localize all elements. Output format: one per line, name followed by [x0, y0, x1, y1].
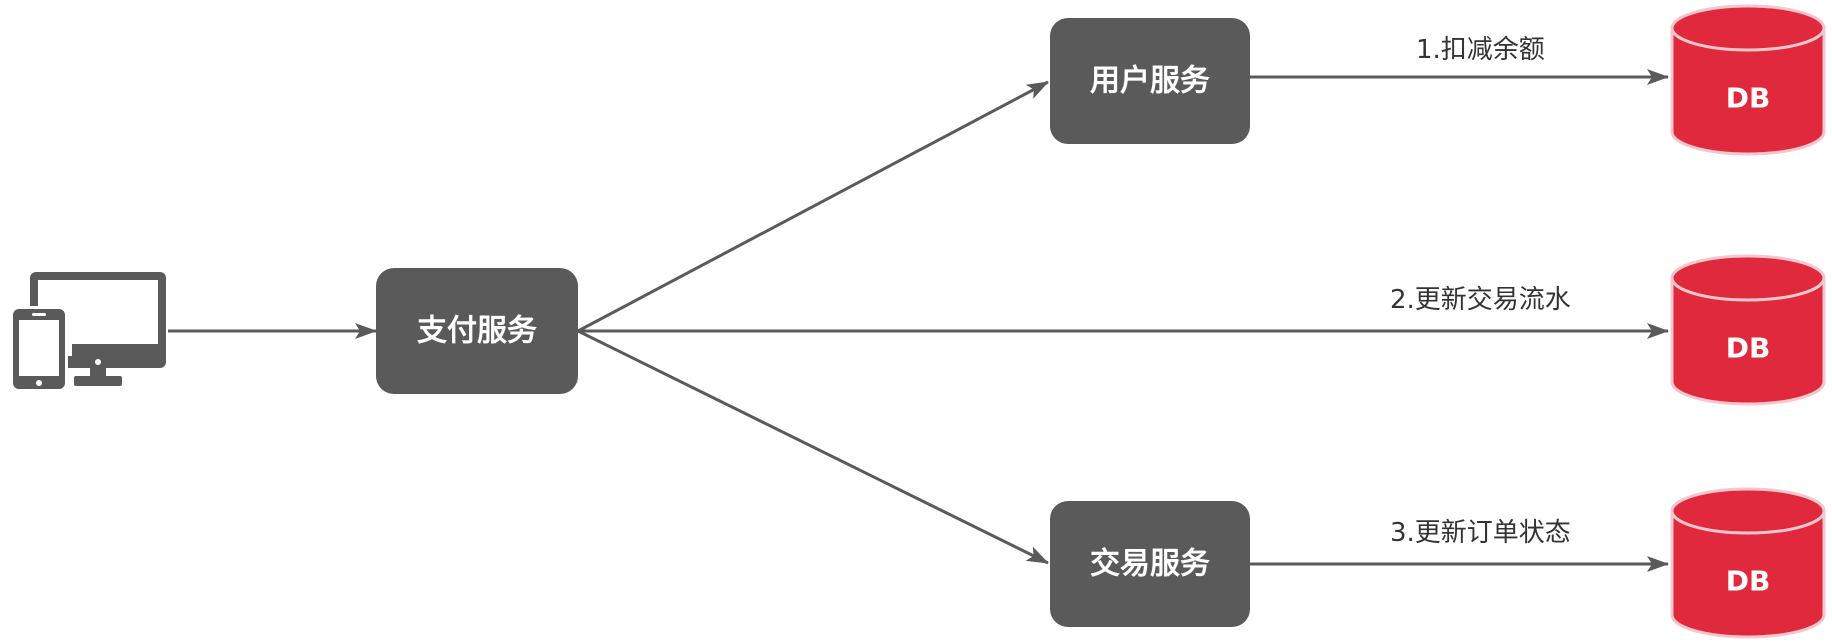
db3-label: DB [1726, 565, 1771, 598]
trade-service-label: 交易服务 [1090, 547, 1210, 582]
pay-service-label: 支付服务 [417, 314, 537, 349]
db1-label: DB [1726, 82, 1771, 115]
edge-pay-to-user [577, 80, 1049, 333]
db2-label: DB [1726, 332, 1771, 365]
db3-node[interactable]: DB [1670, 487, 1826, 639]
user-service-label: 用户服务 [1090, 64, 1210, 99]
db2-node[interactable]: DB [1670, 254, 1826, 406]
user-service-node[interactable]: 用户服务 [1050, 18, 1250, 144]
edge-label-db2: 2.更新交易流水 [1390, 285, 1571, 315]
db1-node[interactable]: DB [1670, 4, 1826, 156]
pay-service-node[interactable]: 支付服务 [376, 268, 578, 394]
edge-label-db1: 1.扣减余额 [1416, 35, 1545, 65]
devices-icon [10, 272, 166, 392]
edge-pay-to-trade [577, 329, 1049, 565]
trade-service-node[interactable]: 交易服务 [1050, 501, 1250, 627]
edge-label-db3: 3.更新订单状态 [1390, 518, 1571, 548]
